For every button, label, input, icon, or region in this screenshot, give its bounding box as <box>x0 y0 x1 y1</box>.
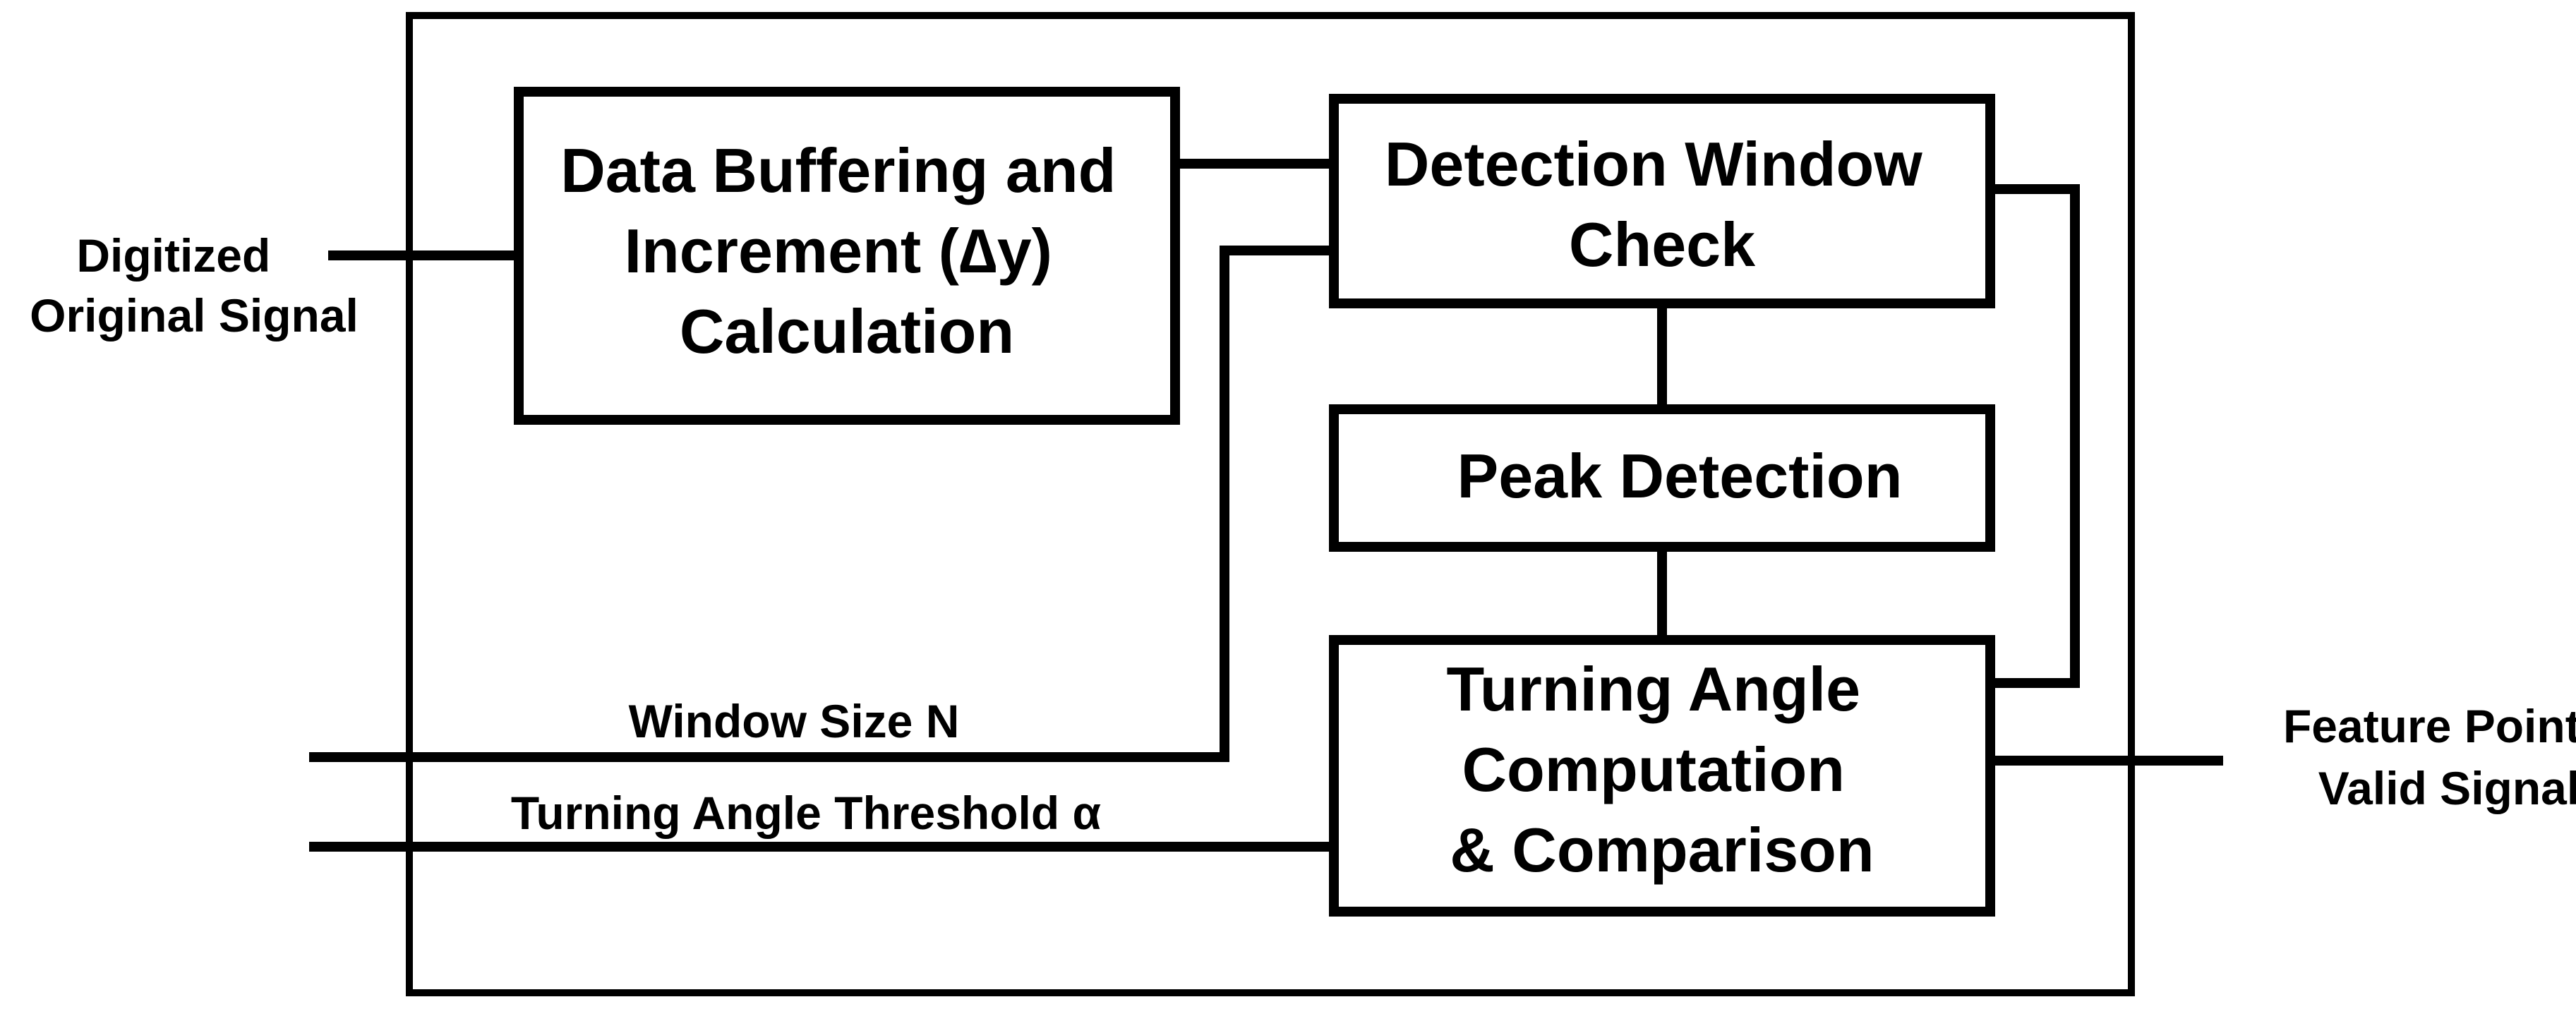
label-input-line-2: Original Signal <box>30 289 359 342</box>
block-data-buffering-line-2: Increment (∆y) <box>625 216 1052 286</box>
label-output-line-2: Valid Signal <box>2318 762 2576 814</box>
arrow-feedback-to-detection-window <box>1990 184 2080 688</box>
block-turning-angle-line-1: Turning Angle <box>1446 654 1860 724</box>
label-output-line-1: Feature Point <box>2283 700 2576 752</box>
outer-frame <box>406 12 2135 996</box>
svg-text:Peak Detection: Peak Detection <box>1457 441 1903 511</box>
svg-text:Data Buffering and Incre: Data Buffering and Increment (∆y) Calcul… <box>560 135 1133 366</box>
label-window-size: Window Size N <box>629 695 960 747</box>
block-data-buffering-box <box>514 87 1180 425</box>
block-detection-window-line-1: Detection Window <box>1385 129 1922 199</box>
block-turning-angle-line-3: & Comparison <box>1450 815 1874 885</box>
svg-text:Feature Point Valid Signal: Feature Point Valid Signal <box>2283 700 2576 814</box>
block-peak-detection-box <box>1329 404 1995 552</box>
block-detection-window-box <box>1329 94 1995 308</box>
block-turning-angle-box <box>1329 635 1995 917</box>
block-detection-window: Detection Window Check <box>1329 94 1995 308</box>
label-input-line-1: Digitized <box>76 229 270 282</box>
svg-text:Digitized Original Signal: Digitized Original Signal <box>30 229 359 342</box>
block-detection-window-line-2: Check <box>1569 210 1756 279</box>
block-data-buffering: Data Buffering and Increment (∆y) Calcul… <box>514 87 1180 425</box>
block-peak-detection-line-1: Peak Detection <box>1457 441 1903 511</box>
block-data-buffering-line-1: Data Buffering and <box>560 135 1116 205</box>
block-turning-angle-line-2: Computation <box>1462 735 1845 804</box>
block-turning-angle: Turning Angle Computation & Comparison <box>1329 635 1995 917</box>
svg-text:Turning Angle Computatio: Turning Angle Computation & Comparison <box>1446 654 1877 885</box>
label-threshold: Turning Angle Threshold α <box>511 787 1101 839</box>
block-peak-detection: Peak Detection <box>1329 404 1995 552</box>
block-data-buffering-line-3: Calculation <box>680 296 1014 366</box>
arrow-window-size-to-detection-window <box>309 246 1330 762</box>
svg-text:Detection Window Check: Detection Window Check <box>1385 129 1939 279</box>
